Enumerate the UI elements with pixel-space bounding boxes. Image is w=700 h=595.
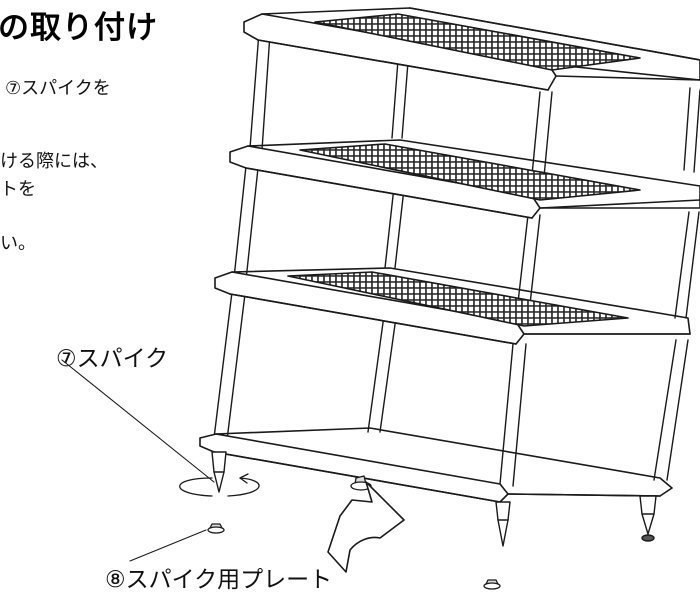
instruction-line-3: トを [0,179,36,200]
front-right-posts [499,91,553,487]
spike-plate-label: ⑧スパイク用プレート [105,567,333,593]
base-board [199,427,673,503]
middle-shelf [229,139,700,219]
top-shelf [243,7,700,91]
spikes [211,451,657,547]
instruction-line-2: ける際には、 [0,151,108,172]
leader-lines [61,359,215,562]
front-left-posts [213,31,271,441]
instruction-line-4: い。 [0,233,36,254]
rotation-arrow [179,473,260,497]
instruction-line-1: ⑦スパイクを [5,78,111,99]
back-posts [367,59,700,481]
insert-arrow [327,481,405,573]
lower-shelf [214,267,691,345]
spike-label: ⑦スパイク [56,346,169,372]
page-title: の取り付け [0,10,158,46]
